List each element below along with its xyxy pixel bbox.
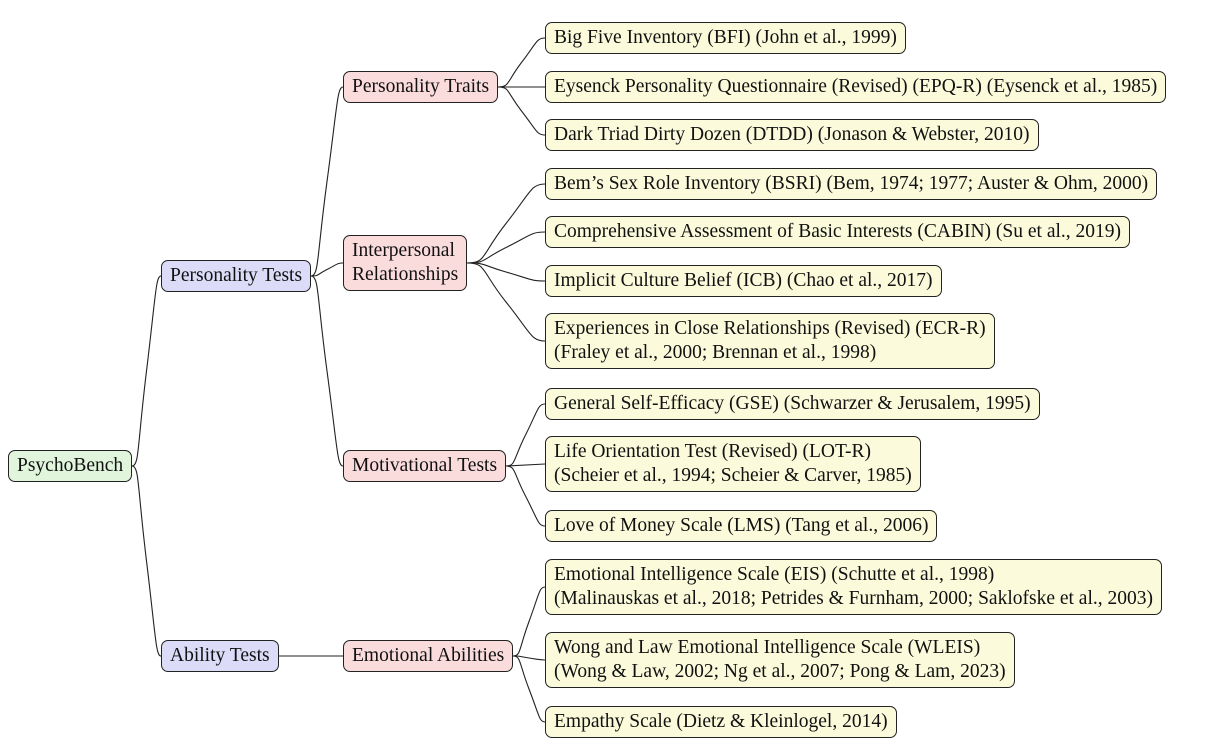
- connector-ir-cabin: [466, 231, 546, 264]
- connector-mt-lms: [505, 465, 546, 527]
- leaf-text: Big Five Inventory (BFI) (John et al., 1…: [554, 27, 897, 48]
- connector-root-pt: [131, 275, 162, 467]
- leaf-gse[interactable]: General Self-Efficacy (GSE) (Schwarzer &…: [545, 388, 1040, 420]
- connector-pt-ir: [310, 262, 344, 277]
- leaf-text-line2: (Wong & Law, 2002; Ng et al., 2007; Pong…: [554, 661, 1006, 682]
- leaf-text-line1: Life Orientation Test (Revised) (LOT-R): [554, 441, 872, 462]
- leaf-text: General Self-Efficacy (GSE) (Schwarzer &…: [554, 393, 1031, 414]
- leaf-bfi[interactable]: Big Five Inventory (BFI) (John et al., 1…: [545, 22, 906, 54]
- node-label: Personality Tests: [170, 265, 303, 286]
- connector-mt-lotr: [505, 463, 546, 467]
- leaf-bsri[interactable]: Bem’s Sex Role Inventory (BSRI) (Bem, 19…: [545, 168, 1158, 200]
- leaf-text: Dark Triad Dirty Dozen (DTDD) (Jonason &…: [554, 124, 1030, 145]
- node-label: PsychoBench: [17, 455, 124, 476]
- node-interpersonal-relationships[interactable]: Interpersonal Relationships: [343, 235, 468, 291]
- connector-ptr-bfi: [497, 37, 546, 88]
- connector-root-at: [131, 465, 162, 657]
- node-label-line2: Relationships: [352, 264, 459, 285]
- leaf-text: Bem’s Sex Role Inventory (BSRI) (Bem, 19…: [554, 173, 1149, 194]
- leaf-lot-r[interactable]: Life Orientation Test (Revised) (LOT-R) …: [545, 436, 921, 492]
- leaf-ecr-r[interactable]: Experiences in Close Relationships (Revi…: [545, 313, 995, 369]
- node-label: Ability Tests: [170, 645, 270, 666]
- connector-ptr-dtdd: [497, 86, 546, 136]
- node-emotional-abilities[interactable]: Emotional Abilities: [343, 640, 514, 672]
- connector-pt-ptr: [310, 86, 344, 277]
- connector-ea-eis: [512, 586, 546, 657]
- node-motivational-tests[interactable]: Motivational Tests: [343, 450, 507, 482]
- leaf-text: Comprehensive Assessment of Basic Intere…: [554, 221, 1122, 242]
- leaf-lms[interactable]: Love of Money Scale (LMS) (Tang et al., …: [545, 510, 938, 542]
- leaf-text-line2: (Malinauskas et al., 2018; Petrides & Fu…: [554, 588, 1153, 609]
- root-node-psychobench[interactable]: PsychoBench: [8, 450, 133, 482]
- connector-ir-ecrr: [466, 262, 546, 342]
- connector-ea-wleis: [512, 655, 546, 661]
- connector-ir-bsri: [466, 183, 546, 264]
- leaf-epq-r[interactable]: Eysenck Personality Questionnaire (Revis…: [545, 71, 1167, 103]
- leaf-dtdd[interactable]: Dark Triad Dirty Dozen (DTDD) (Jonason &…: [545, 119, 1039, 151]
- leaf-text-line1: Experiences in Close Relationships (Revi…: [554, 318, 986, 339]
- leaf-text: Eysenck Personality Questionnaire (Revis…: [554, 76, 1158, 97]
- node-personality-tests[interactable]: Personality Tests: [161, 260, 312, 292]
- node-label-line1: Interpersonal: [352, 240, 455, 261]
- connector-ea-es: [512, 655, 546, 723]
- leaf-empathy-scale[interactable]: Empathy Scale (Dietz & Kleinlogel, 2014): [545, 706, 897, 738]
- leaf-text: Love of Money Scale (LMS) (Tang et al., …: [554, 515, 929, 536]
- node-label: Emotional Abilities: [352, 645, 505, 666]
- leaf-text: Implicit Culture Belief (ICB) (Chao et a…: [554, 270, 933, 291]
- node-label: Personality Traits: [352, 76, 490, 97]
- connector-ir-icb: [466, 262, 546, 282]
- node-ability-tests[interactable]: Ability Tests: [161, 640, 279, 672]
- connector-pt-mt: [310, 275, 344, 467]
- leaf-wleis[interactable]: Wong and Law Emotional Intelligence Scal…: [545, 632, 1015, 688]
- leaf-text: Empathy Scale (Dietz & Kleinlogel, 2014): [554, 711, 888, 732]
- leaf-text-line2: (Fraley et al., 2000; Brennan et al., 19…: [554, 342, 877, 363]
- node-personality-traits[interactable]: Personality Traits: [343, 71, 499, 103]
- leaf-cabin[interactable]: Comprehensive Assessment of Basic Intere…: [545, 216, 1131, 248]
- leaf-icb[interactable]: Implicit Culture Belief (ICB) (Chao et a…: [545, 265, 942, 297]
- leaf-text-line1: Emotional Intelligence Scale (EIS) (Schu…: [554, 564, 995, 585]
- node-label: Motivational Tests: [352, 455, 498, 476]
- leaf-text-line2: (Scheier et al., 1994; Scheier & Carver,…: [554, 465, 912, 486]
- leaf-text-line1: Wong and Law Emotional Intelligence Scal…: [554, 637, 981, 658]
- leaf-eis[interactable]: Emotional Intelligence Scale (EIS) (Schu…: [545, 559, 1162, 615]
- connector-mt-gse: [505, 403, 546, 467]
